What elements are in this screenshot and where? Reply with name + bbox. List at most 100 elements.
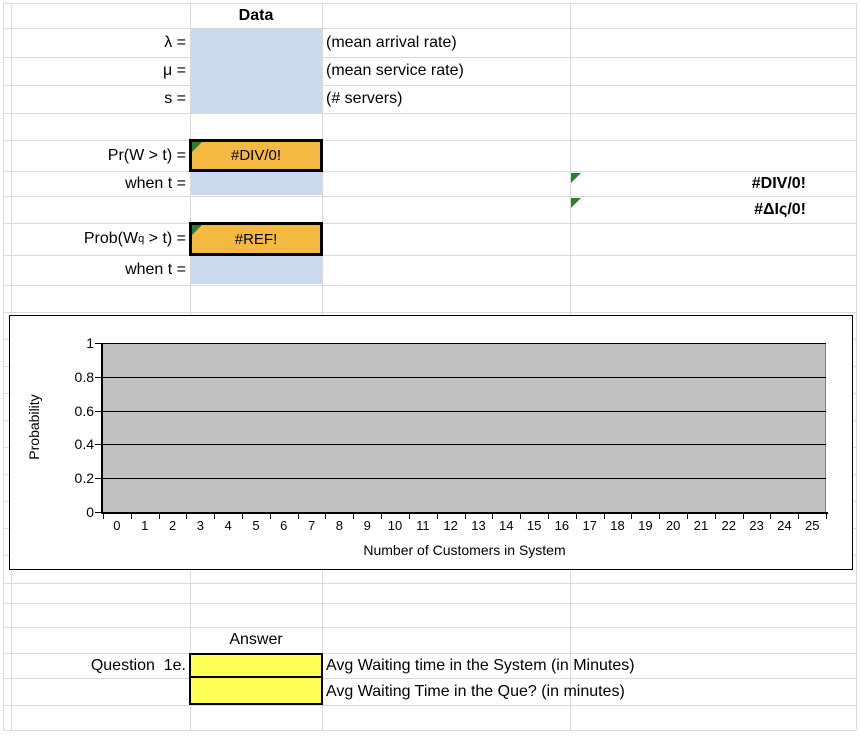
x-tick-mark <box>687 514 688 519</box>
mu-note: (mean service rate) <box>326 62 464 79</box>
y-gridline <box>103 377 826 378</box>
x-tick-mark <box>325 514 326 519</box>
x-tick-label: 15 <box>526 518 542 533</box>
error-indicator-icon <box>192 142 202 152</box>
x-tick-mark <box>798 514 799 519</box>
grid-row-line <box>3 627 856 628</box>
x-axis-line <box>101 512 828 514</box>
s-input-cell[interactable] <box>191 85 322 113</box>
y-tick-label: 1 <box>86 335 94 351</box>
y-tick-label: 0.8 <box>74 368 94 385</box>
x-tick-label: 7 <box>307 518 316 533</box>
x-tick-label: 6 <box>280 518 288 533</box>
side-error-cell-1[interactable]: #DIV/0! <box>570 171 856 196</box>
answer-note-queue: Avg Waiting Time in the Que? (in minutes… <box>326 682 625 700</box>
x-tick-mark <box>131 514 132 519</box>
x-tick-label: 22 <box>721 518 737 533</box>
x-tick-mark <box>409 514 410 519</box>
grid-row-line <box>3 57 856 58</box>
y-axis-line <box>101 343 103 514</box>
pr-w-error-value: #DIV/0! <box>230 147 282 164</box>
prob-wq-label-suffix: > t) = <box>144 230 186 247</box>
x-tick-label: 24 <box>777 518 792 533</box>
x-tick-label: 20 <box>665 518 681 533</box>
y-tick-label: 0.2 <box>74 470 94 487</box>
question-label: Question 1e. <box>90 656 186 674</box>
y-gridline <box>103 478 826 479</box>
x-tick-mark <box>242 514 243 519</box>
y-tick-mark <box>95 478 101 479</box>
pr-when-t-input-cell[interactable] <box>191 172 322 195</box>
pr-w-result-cell[interactable]: #DIV/0! <box>189 139 323 172</box>
grid-row-line <box>3 255 856 256</box>
x-tick-mark <box>381 514 382 519</box>
y-tick-label: 0.6 <box>74 402 94 419</box>
error-indicator-icon <box>571 198 581 208</box>
x-tick-mark <box>604 514 605 519</box>
grid-row-line <box>3 583 856 584</box>
x-tick-label: 5 <box>252 518 260 533</box>
x-tick-label: 0 <box>113 518 121 533</box>
s-label: s = <box>164 90 186 107</box>
prob-when-t-input-cell[interactable] <box>191 256 322 284</box>
x-tick-label: 8 <box>335 518 344 533</box>
side-error-cell-2[interactable]: #ΔΙς/0! <box>570 196 856 223</box>
y-tick-mark <box>95 411 101 412</box>
grid-row-line <box>3 3 856 4</box>
x-tick-label: 18 <box>610 518 625 533</box>
x-tick-mark <box>465 514 466 519</box>
answer-input-cell-queue[interactable] <box>189 676 323 705</box>
x-tick-label: 21 <box>693 518 709 533</box>
x-tick-label: 9 <box>363 518 371 533</box>
grid-row-line <box>3 730 856 731</box>
grid-row-line <box>3 140 856 141</box>
x-tick-label: 13 <box>471 518 486 533</box>
x-tick-mark <box>743 514 744 519</box>
x-tick-mark <box>548 514 549 519</box>
x-tick-mark <box>826 514 827 519</box>
y-tick-mark <box>95 343 101 344</box>
x-tick-mark <box>103 514 104 519</box>
grid-row-line <box>3 113 856 114</box>
y-gridline <box>103 343 826 344</box>
grid-row-line <box>3 285 856 286</box>
lambda-input-cell[interactable] <box>191 29 322 57</box>
grid-row-line <box>3 171 856 172</box>
prob-wq-label-sub: q <box>138 233 145 245</box>
prob-wq-label-prefix: Prob(W <box>83 230 139 247</box>
x-tick-mark <box>186 514 187 519</box>
answer-note-system: Avg Waiting time in the System (in Minut… <box>326 656 635 674</box>
mu-input-cell[interactable] <box>191 57 322 85</box>
answer-input-cell-system[interactable] <box>189 653 323 678</box>
grid-row-line <box>3 705 856 706</box>
side-error-value-1: #DIV/0! <box>751 174 806 192</box>
y-tick-mark <box>95 444 101 445</box>
x-tick-mark <box>715 514 716 519</box>
x-tick-mark <box>353 514 354 519</box>
x-tick-mark <box>298 514 299 519</box>
grid-row-line <box>3 603 856 604</box>
grid-row-line <box>3 653 856 654</box>
s-note: (# servers) <box>326 90 403 107</box>
x-tick-mark <box>214 514 215 519</box>
x-tick-label: 12 <box>443 518 458 533</box>
grid-col-line <box>3 3 4 730</box>
pr-w-label: Pr(W > t) = <box>107 146 186 164</box>
x-tick-mark <box>576 514 577 519</box>
mu-label: μ = <box>162 62 186 79</box>
y-gridline <box>103 444 826 445</box>
x-axis-title: Number of Customers in System <box>363 542 566 558</box>
x-tick-mark <box>520 514 521 519</box>
y-gridline <box>103 411 826 412</box>
x-tick-label: 23 <box>749 518 764 533</box>
x-tick-label: 25 <box>804 518 820 533</box>
prob-wq-result-cell[interactable]: #REF! <box>189 222 323 256</box>
x-tick-label: 14 <box>499 518 514 533</box>
grid-row-line <box>3 85 856 86</box>
x-tick-mark <box>631 514 632 519</box>
y-tick-mark <box>95 377 101 378</box>
x-tick-label: 2 <box>168 518 177 533</box>
